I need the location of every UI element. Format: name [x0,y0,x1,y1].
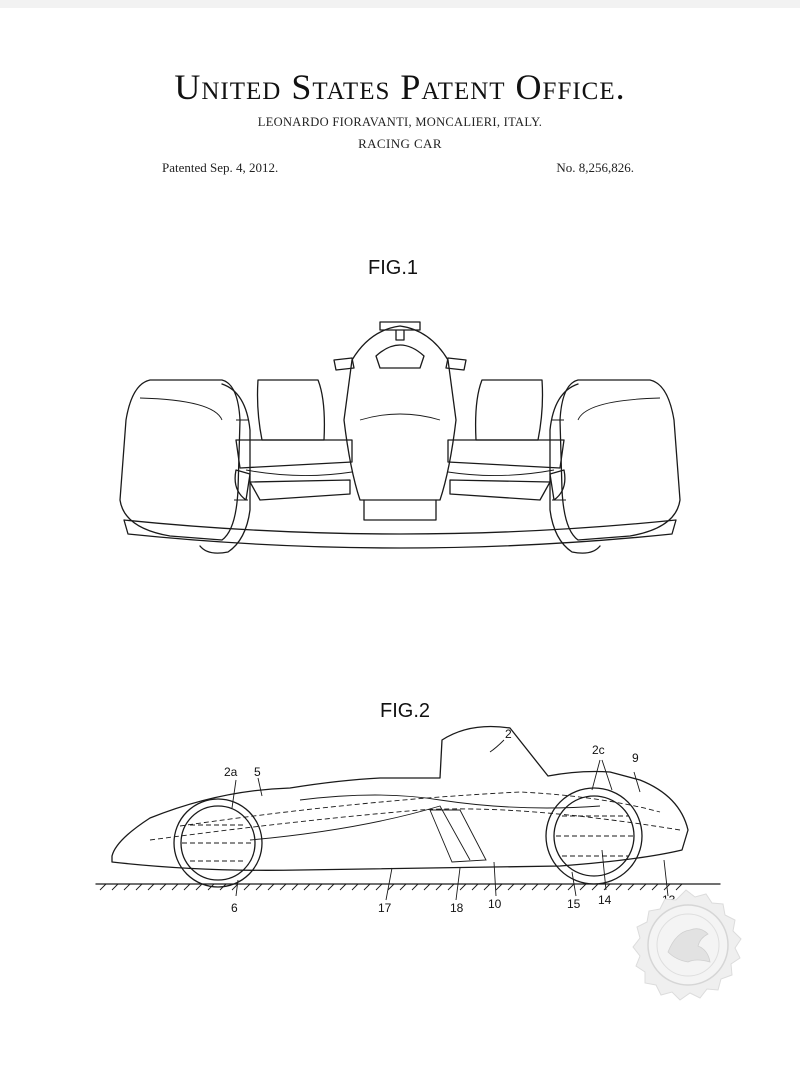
scan-edge-strip [0,0,800,8]
inventor-line: LEONARDO FIORAVANTI, MONCALIERI, ITALY. [257,115,543,129]
eagle-seal-icon [632,889,742,1001]
fig2-side-view-drawing: 2 2a 2c 5 9 6 17 18 10 15 14 13 [95,725,721,915]
fig1-label: FIG.1 [368,257,419,279]
invention-title: RACING CAR [358,136,442,151]
fig1-front-view-drawing [119,321,681,554]
ref-5: 5 [254,765,261,779]
ref-10: 10 [488,897,502,911]
ref-2c: 2c [592,743,605,757]
fig2-label: FIG.2 [380,700,431,722]
ref-2: 2 [505,727,512,741]
ref-9: 9 [632,751,639,765]
ref-2a: 2a [224,765,238,779]
ref-17: 17 [378,901,392,915]
ref-18: 18 [450,901,464,915]
office-title: United States Patent Office. [174,67,626,107]
patented-date: Patented Sep. 4, 2012. [162,160,279,175]
patent-number: No. 8,256,826. [556,160,634,175]
ref-14: 14 [598,893,612,907]
ref-15: 15 [567,897,581,911]
ref-6: 6 [231,901,238,915]
